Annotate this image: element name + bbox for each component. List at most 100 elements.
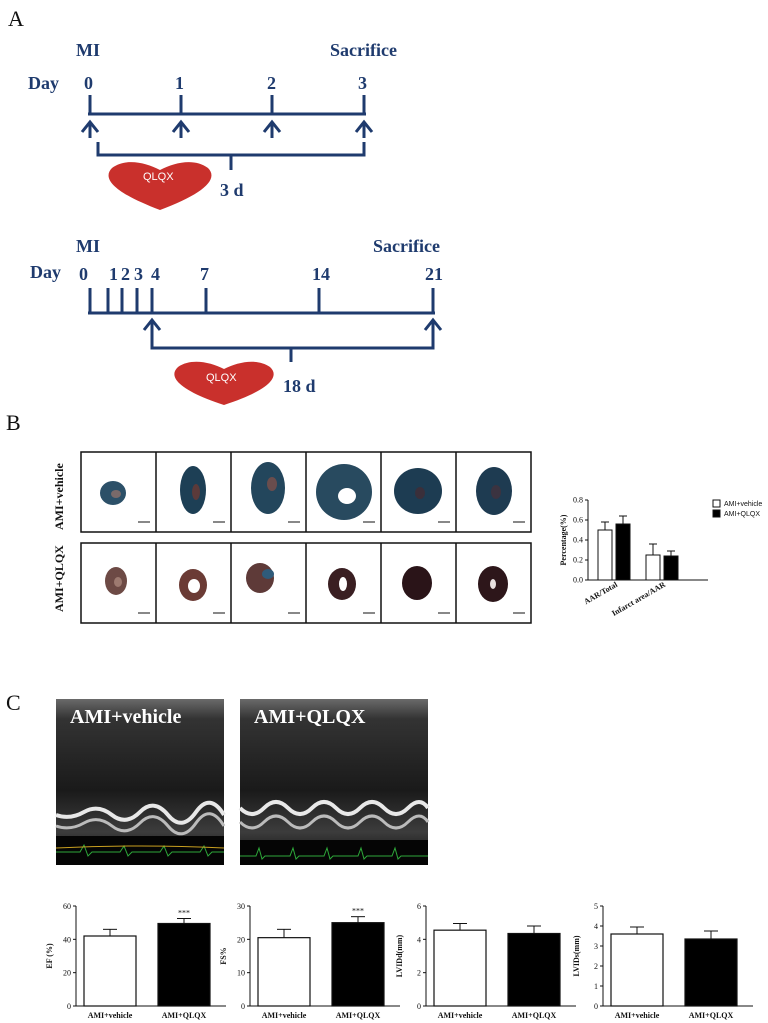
significance-label: *** [178,909,190,918]
y-tick-label: 4 [417,935,421,944]
panel-label-c: C [6,690,21,715]
y-tick-label: 10 [237,969,245,978]
y-tick-label: 3 [594,942,598,951]
timeline1-day-3: 3 [358,73,367,93]
timeline2-day-0: 0 [79,264,88,284]
timeline2-day-1: 1 [109,264,118,284]
y-tick-label: 40 [63,935,71,944]
bar [83,935,137,1007]
timeline2-duration: 18 d [283,376,316,396]
y-tick-label: 30 [237,902,245,911]
legend-swatch [712,509,721,518]
timeline1-day-label: Day [28,73,59,93]
timeline2-day-label: Day [30,262,61,282]
timeline2-day-21: 21 [425,264,443,284]
y-tick-label: 60 [63,902,71,911]
legend-label: AMI+QLQX [724,511,760,518]
y-tick-label: 20 [237,935,245,944]
timeline2-day-14: 14 [312,264,330,284]
heart-icon [174,361,274,405]
timeline2-end-label: Sacrifice [373,236,440,256]
y-tick-label: 4 [594,922,598,931]
y-axis-title: FS% [219,947,228,964]
timeline2-day-2: 2 [121,264,130,284]
bar [331,922,385,1007]
y-axis-title: EF (%) [45,943,54,969]
panel-label-b: B [6,410,21,435]
echo-image-vehicle [55,699,226,865]
y-axis-title: LVIDd(mm) [395,934,404,977]
qlqx-slice-4 [328,568,356,600]
x-category-label: AMI+vehicle [262,1011,307,1020]
bar [157,922,211,1007]
timeline1-day-0: 0 [84,73,93,93]
bar [507,932,561,1007]
y-tick-label: 0 [417,1002,421,1011]
vehicle-slice-2 [180,466,206,514]
y-tick-label: 0 [594,1002,598,1011]
timeline1-heart-label: QLQX [143,171,174,183]
y-tick-label: 0.4 [573,536,583,545]
y-tick-label: 2 [417,969,421,978]
y-tick-label: 0.8 [573,496,583,505]
y-tick-label: 2 [594,962,598,971]
timeline1-end-label: Sacrifice [330,40,397,60]
bar [257,937,311,1007]
y-axis-title: LVIDs(mm) [572,935,581,976]
legend-label: AMI+vehicle [724,501,762,508]
y-tick-label: 0.6 [573,516,583,525]
y-tick-label: 0 [67,1002,71,1011]
vehicle-slice-6 [476,467,512,515]
x-category-label: AMI+vehicle [438,1011,483,1020]
echo-label-qlqx: AMI+QLQX [254,706,366,728]
echo-image-qlqx [238,699,430,865]
x-category-label: AMI+QLQX [336,1011,381,1020]
vehicle-slice-3 [251,462,285,514]
x-category-label: AMI+vehicle [615,1011,660,1020]
x-category-label: AMI+QLQX [689,1011,734,1020]
timeline2-start-label: MI [76,236,100,256]
vehicle-slice-4 [316,464,372,520]
scale-bars [138,521,525,614]
y-tick-label: 0.2 [573,556,583,565]
qlqx-slice-6 [478,566,508,602]
vehicle-slice-1 [100,481,126,505]
qlqx-slice-1 [105,567,127,595]
y-tick-label: 0.0 [573,576,583,585]
bar [684,938,738,1007]
heart-icon [108,162,212,210]
y-tick-label: 1 [594,982,598,991]
y-tick-label: 0 [241,1002,245,1011]
y-axis-title: Percentage(%) [559,514,568,565]
timeline1-start-label: MI [76,40,100,60]
panel-label-a: A [8,6,24,31]
timeline1-duration: 3 d [220,180,244,200]
x-category-label: AMI+QLQX [512,1011,557,1020]
x-category-label: AMI+QLQX [162,1011,207,1020]
timeline1-day-2: 2 [267,73,276,93]
bar [610,933,664,1007]
vehicle-slice-5 [394,468,442,514]
qlqx-slice-5 [402,566,432,600]
x-category-label: AMI+vehicle [88,1011,133,1020]
significance-label: *** [352,907,364,916]
timeline2-day-4: 4 [151,264,160,284]
timeline2-day-7: 7 [200,264,209,284]
echo-label-vehicle: AMI+vehicle [70,706,182,728]
qlqx-slice-3 [246,563,274,593]
y-tick-label: 6 [417,902,421,911]
timeline2-heart-label: QLQX [206,372,237,384]
bar [433,929,487,1007]
legend-swatch [712,499,721,508]
y-tick-label: 20 [63,969,71,978]
y-tick-label: 5 [594,902,598,911]
timeline1-day-1: 1 [175,73,184,93]
timeline2-day-3: 3 [134,264,143,284]
qlqx-slice-2 [179,569,207,601]
